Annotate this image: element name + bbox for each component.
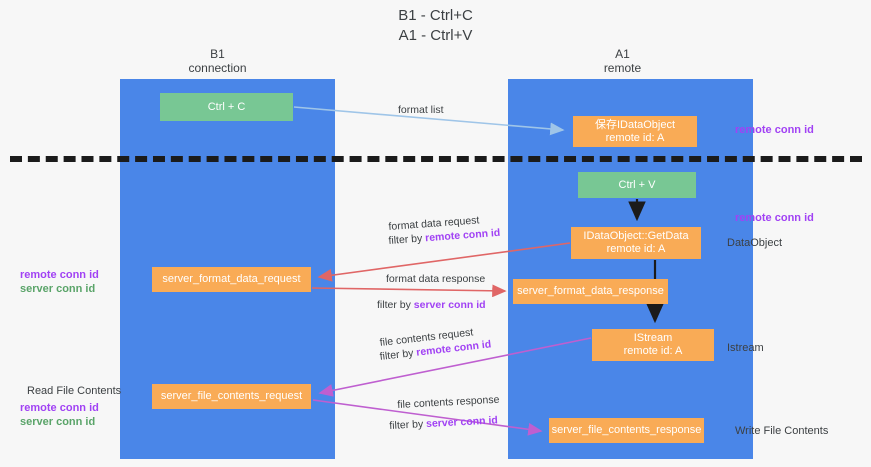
annotation-server-conn-id: server conn id [20,416,96,428]
filter-value-remote-conn-id: remote conn id [424,226,501,245]
node-idataobject[interactable]: 保存IDataObject remote id: A [573,116,697,147]
node-ctrl-c[interactable]: Ctrl + C [160,93,293,121]
annotation-istream: Istream [727,342,764,354]
annotation-remote-conn-id-mid: remote conn id [735,212,814,224]
node-idataobject-getdata[interactable]: IDataObject::GetData remote id: A [571,227,701,259]
filter-prefix: filter by [389,418,427,432]
filter-prefix: filter by [379,346,418,363]
label-format-list: format list [398,104,444,116]
label-format-data-response-filter: filter by server conn id [377,298,486,312]
node-server-format-data-request[interactable]: server_format_data_request [152,267,311,292]
annotation-conn-ids-bottom: remote conn id server conn id [20,401,99,429]
diagram-title: B1 - Ctrl+C A1 - Ctrl+V [398,7,473,44]
annotation-write-file-contents: Write File Contents [735,425,829,437]
column-header-a1: A1 remote [603,47,642,75]
filter-prefix: filter by [377,299,414,311]
annotation-remote-conn-id-top: remote conn id [735,124,814,136]
annotation-conn-ids-mid: remote conn id server conn id [20,268,99,296]
node-server-format-data-response[interactable]: server_format_data_response [513,279,668,304]
annotation-remote-conn-id: remote conn id [20,269,99,281]
filter-value-server-conn-id: server conn id [413,299,486,311]
annotation-remote-conn-id: remote conn id [20,402,99,414]
node-server-file-contents-request[interactable]: server_file_contents_request [152,384,311,409]
node-istream[interactable]: IStream remote id: A [592,329,714,361]
node-server-file-contents-response[interactable]: server_file_contents_response [549,418,704,443]
phase-divider [10,156,862,162]
filter-value-server-conn-id: server conn id [425,414,499,431]
arrow-format-data-response [311,284,507,298]
filter-prefix: filter by [388,232,426,247]
annotation-server-conn-id: server conn id [20,283,96,295]
label-file-contents-response-filter: filter by server conn id [389,413,498,433]
column-header-b1: B1 connection [188,47,247,75]
annotation-read-file-contents: Read File Contents [27,385,122,397]
annotation-dataobject: DataObject [727,237,783,249]
label-file-contents-response: file contents response [397,393,500,411]
node-ctrl-v[interactable]: Ctrl + V [578,172,696,198]
label-format-data-response: format data response [386,273,486,285]
